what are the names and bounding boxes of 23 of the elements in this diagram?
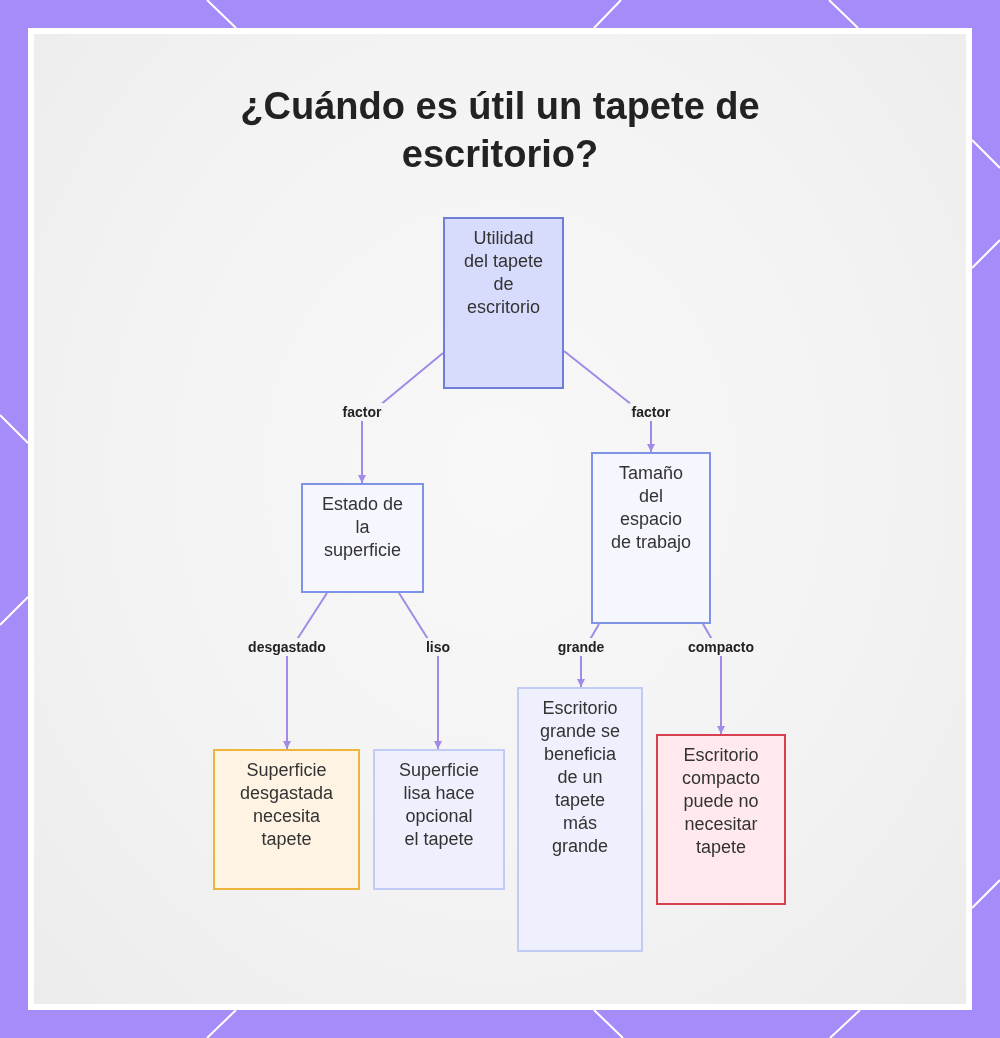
node-label: Estado de la superficie (320, 493, 405, 562)
process-box (656, 734, 786, 905)
diagram-title: ¿Cuándo es útil un tapete de escritorio? (239, 84, 761, 177)
connector-arrow (358, 352, 444, 484)
node-label: Superficie lisa hace opcional el tapete (398, 759, 480, 851)
node-label: Escritorio compacto puede no necesitar tapete (680, 744, 761, 859)
connector-arrow (398, 592, 442, 750)
node-label: Tamaño del espacio de trabajo (609, 462, 693, 554)
process-box (213, 749, 360, 890)
node-label: Escritorio grande se beneficia de un tapete más grande (539, 697, 621, 858)
edge-label: compacto (685, 638, 757, 656)
process-box (443, 217, 564, 389)
connector-arrow (283, 592, 328, 750)
edge-label: grande (555, 638, 607, 656)
node-label: Utilidad del tapete de escritorio (462, 227, 545, 319)
edge-label: liso (423, 638, 453, 656)
process-box (517, 687, 643, 952)
edge-label: desgastado (246, 638, 328, 656)
node-label: Superficie desgastada necesita tapete (238, 759, 335, 851)
process-box (301, 483, 424, 593)
edge-label: factor (340, 403, 384, 421)
process-box (591, 452, 711, 624)
process-box (373, 749, 505, 890)
